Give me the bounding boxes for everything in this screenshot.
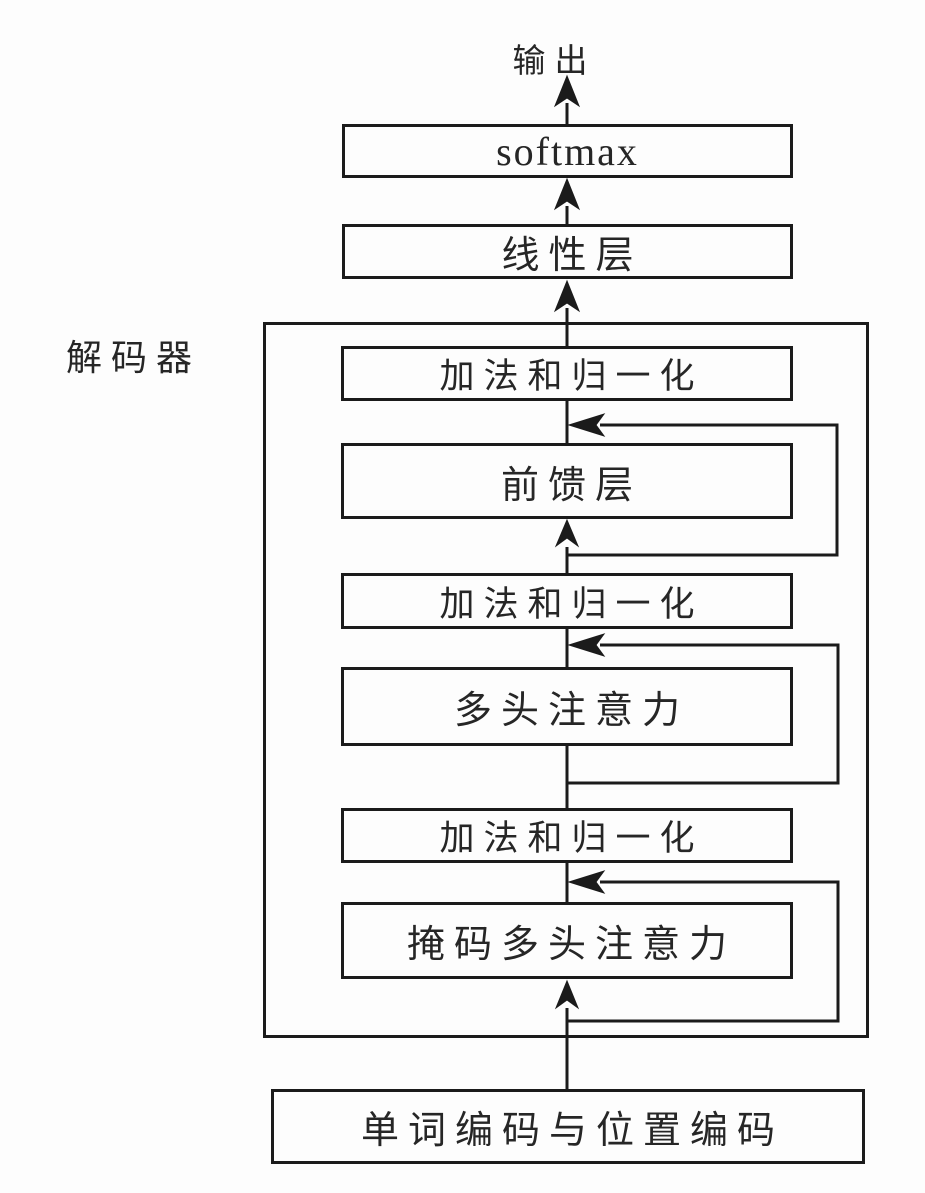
add-norm-top-box-label: 加法和归一化 [439, 357, 704, 396]
softmax-box-label: softmax [496, 128, 639, 174]
add-norm-middle-box: 加法和归一化 [341, 573, 793, 629]
arrow-decoder-to-linear [553, 279, 581, 346]
add-norm-bottom-box-label: 加法和归一化 [439, 819, 704, 858]
arrow-embedding-to-masked [554, 979, 580, 1089]
feedforward-box-label: 前馈层 [500, 464, 642, 507]
masked-attention-box: 掩码多头注意力 [341, 902, 793, 979]
feedforward-box: 前馈层 [341, 443, 793, 519]
add-norm-top-box: 加法和归一化 [341, 346, 793, 401]
output-label: 输出 [513, 34, 588, 82]
decoder-frame [263, 322, 869, 1038]
multihead-attention-box-label: 多头注意力 [453, 690, 689, 732]
add-norm-bottom-box: 加法和归一化 [341, 808, 793, 863]
residual-loop-masked [567, 870, 840, 1023]
arrow-into-feedforward [554, 518, 580, 573]
decoder-label-text: 解码器 [66, 338, 202, 378]
output-label-text: 输出 [512, 44, 597, 80]
multihead-attention-box: 多头注意力 [341, 667, 793, 746]
decoder-label: 解码器 [66, 329, 192, 381]
embedding-box: 单词编码与位置编码 [271, 1089, 865, 1164]
residual-loop-feedforward [567, 413, 839, 557]
masked-attention-box-label: 掩码多头注意力 [406, 924, 736, 966]
arrow-linear-to-softmax [553, 177, 581, 224]
embedding-box-label: 单词编码与位置编码 [360, 1110, 784, 1152]
add-norm-middle-box-label: 加法和归一化 [439, 584, 704, 624]
linear-layer-box-label: 线性层 [501, 235, 643, 277]
arrow-softmax-to-output [553, 74, 581, 124]
linear-layer-box: 线性层 [342, 224, 793, 279]
softmax-box: softmax [342, 124, 793, 178]
residual-loop-multihead [567, 633, 840, 785]
